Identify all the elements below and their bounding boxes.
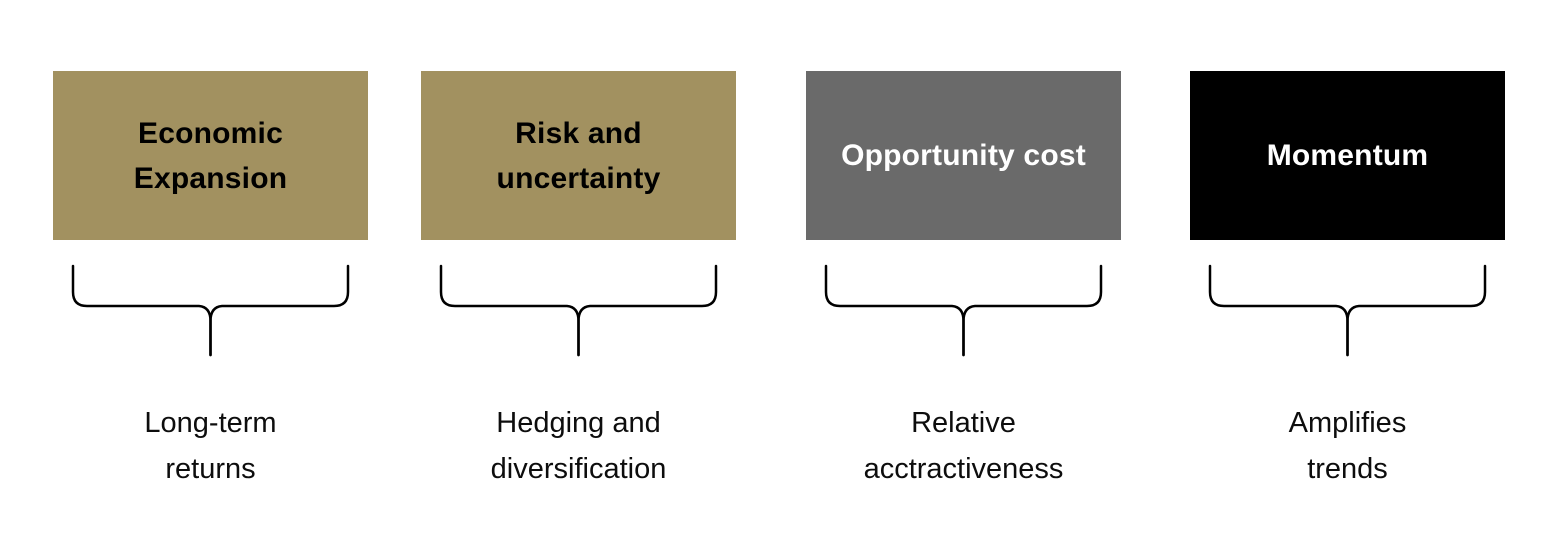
caption-line: acctractiveness bbox=[863, 453, 1064, 485]
title-line: Momentum bbox=[1266, 139, 1429, 172]
factor-box-economic-expansion: Economic Expansion bbox=[53, 71, 368, 240]
factor-column-momentum: Momentum Amplifies trends bbox=[1190, 71, 1505, 501]
curly-brace-icon bbox=[439, 264, 718, 357]
factor-box-title: Opportunity cost bbox=[841, 133, 1086, 178]
curly-brace-icon bbox=[71, 264, 350, 357]
title-line: uncertainty bbox=[496, 161, 661, 195]
factor-box-title: Risk and uncertainty bbox=[497, 111, 661, 201]
factor-box-title: Momentum bbox=[1267, 133, 1429, 178]
caption-line: Relative bbox=[911, 407, 1016, 439]
factor-caption: Long-term returns bbox=[53, 400, 368, 492]
caption-line: Hedging and bbox=[496, 407, 661, 439]
factor-caption: Relative acctractiveness bbox=[806, 400, 1121, 492]
title-line: Economic bbox=[138, 116, 283, 150]
factor-box-title: Economic Expansion bbox=[134, 111, 288, 201]
title-line: Risk and bbox=[515, 116, 642, 150]
factor-column-opportunity-cost: Opportunity cost Relative acctractivenes… bbox=[806, 71, 1121, 501]
title-line: Expansion bbox=[133, 161, 288, 195]
caption-line: returns bbox=[165, 453, 256, 485]
caption-line: trends bbox=[1307, 453, 1388, 485]
factor-caption: Amplifies trends bbox=[1190, 400, 1505, 492]
curly-brace-icon bbox=[1208, 264, 1487, 357]
factor-box-risk-and-uncertainty: Risk and uncertainty bbox=[421, 71, 736, 240]
caption-line: Amplifies bbox=[1288, 407, 1407, 439]
factor-column-risk-and-uncertainty: Risk and uncertainty Hedging and diversi… bbox=[421, 71, 736, 501]
factor-box-momentum: Momentum bbox=[1190, 71, 1505, 240]
caption-line: Long-term bbox=[144, 407, 277, 439]
curly-brace-icon bbox=[824, 264, 1103, 357]
factor-column-economic-expansion: Economic Expansion Long-term returns bbox=[53, 71, 368, 501]
caption-line: diversification bbox=[490, 453, 667, 485]
title-line: Opportunity cost bbox=[841, 139, 1086, 172]
factor-caption: Hedging and diversification bbox=[421, 400, 736, 492]
factor-box-opportunity-cost: Opportunity cost bbox=[806, 71, 1121, 240]
